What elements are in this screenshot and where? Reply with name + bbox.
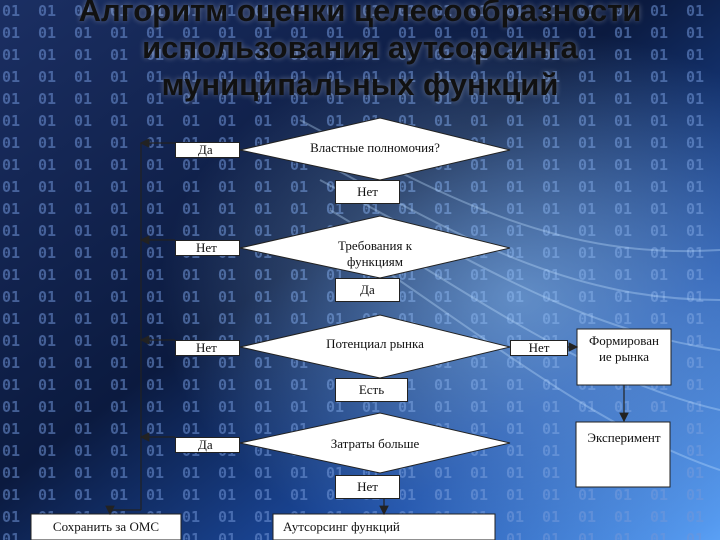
answer-exists-market-down: Есть [335, 378, 408, 402]
decision-label-market: Потенциал рынка [326, 336, 424, 351]
title-line-2: использования аутсорсинга [142, 30, 578, 65]
decision-label-requirements: Требования к функциям [337, 238, 413, 269]
answer-no-requirements: Нет [175, 240, 240, 256]
title-line-3: муниципальных функций [161, 67, 559, 102]
answer-yes-authority: Да [175, 142, 240, 158]
decision-diamond-requirements [239, 215, 511, 279]
decision-diamond-authority [239, 117, 511, 181]
process-box-keep-oms [30, 513, 182, 540]
process-text-keep-oms: Сохранить за ОМС [52, 519, 160, 534]
decision-label-costs: Затраты больше [330, 436, 420, 451]
answer-no-costs-down: Нет [335, 475, 400, 499]
decision-diamond-costs [239, 412, 511, 474]
page-title: Алгоритм оценки целесообразности использ… [0, 0, 720, 103]
title-line-1: Алгоритм оценки целесообразности [78, 0, 642, 28]
decision-label-authority: Властные полномочия? [310, 140, 440, 155]
process-text-market-formation: Формирование рынка [589, 333, 659, 364]
answer-no-authority-down: Нет [335, 180, 400, 204]
process-text-outsourcing: Аутсорсинг функций [283, 519, 400, 534]
process-box-outsourcing [272, 513, 496, 540]
answer-yes-requirements-down: Да [335, 278, 400, 302]
answer-no-market-right: Нет [510, 340, 568, 356]
answer-no-market: Нет [175, 340, 240, 356]
process-text-experiment: Эксперимент [587, 430, 661, 445]
process-box-experiment [575, 421, 671, 488]
answer-yes-costs: Да [175, 437, 240, 453]
process-box-market-formation [576, 328, 672, 386]
